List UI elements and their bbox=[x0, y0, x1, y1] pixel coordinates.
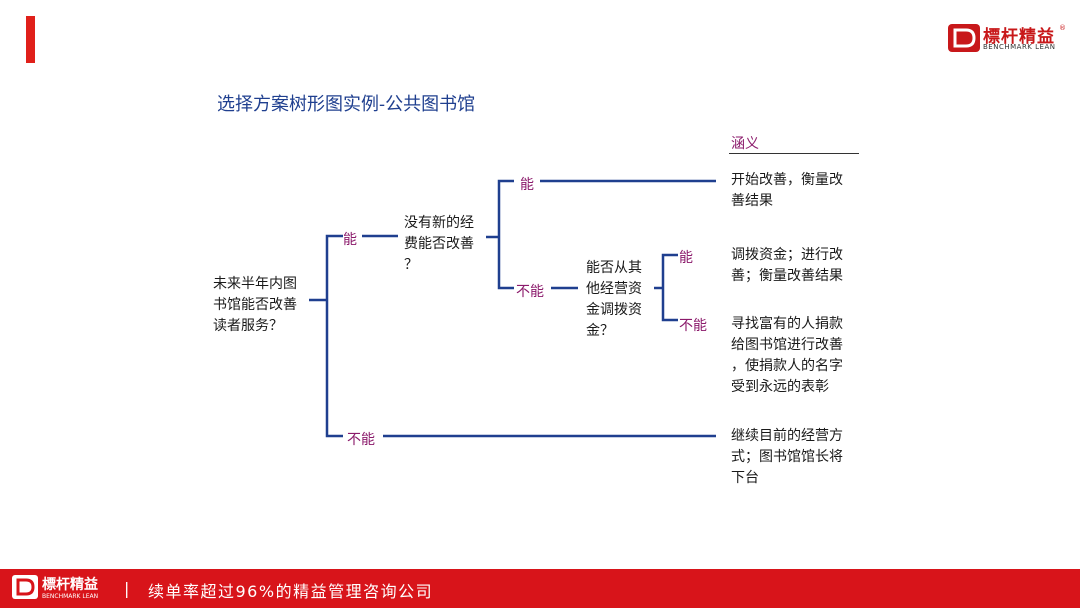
root-no-label: 不能 bbox=[347, 432, 375, 448]
footer-bar: 標杆精益 BENCHMARK LEAN | 续单率超过96%的精益管理咨询公司 bbox=[0, 569, 1080, 608]
meaning-underline bbox=[729, 153, 859, 154]
q3-no-label: 不能 bbox=[679, 318, 707, 334]
footer-separator: | bbox=[124, 579, 130, 598]
root-question-line: 未来半年内图 bbox=[213, 276, 297, 292]
root-question-line: 读者服务？ bbox=[213, 318, 283, 334]
meaning-header: 涵义 bbox=[731, 136, 759, 152]
logo-registered: ® bbox=[1059, 24, 1066, 32]
outcome-allocate-funds: 调拨资金；进行改 善；衡量改善结果 bbox=[731, 245, 843, 287]
footer-slogan: 续单率超过96%的精益管理咨询公司 bbox=[148, 582, 434, 601]
logo-mark-icon bbox=[948, 24, 980, 52]
root-yes-label: 能 bbox=[343, 232, 357, 248]
logo-text-cn: 標杆精益 bbox=[983, 27, 1055, 47]
q2-question: 没有新的经 费能否改善 ？ bbox=[404, 213, 474, 276]
q3-yes-label: 能 bbox=[679, 250, 693, 266]
outcome-line: 下台 bbox=[731, 470, 759, 486]
logo-text-en: BENCHMARK LEAN bbox=[983, 43, 1056, 51]
q2-question-line: 没有新的经 bbox=[404, 215, 474, 231]
outcome-start-improve: 开始改善，衡量改 善结果 bbox=[731, 170, 843, 212]
outcome-line: 善；衡量改善结果 bbox=[731, 268, 843, 284]
root-question: 未来半年内图 书馆能否改善 读者服务？ bbox=[213, 274, 297, 337]
page-title: 选择方案树形图实例-公共图书馆 bbox=[217, 94, 476, 115]
outcome-line: 给图书馆进行改善 bbox=[731, 337, 843, 353]
accent-bar bbox=[26, 16, 35, 63]
outcome-line: 寻找富有的人捐款 bbox=[731, 316, 843, 332]
q3-question-line: 金调拨资 bbox=[586, 302, 642, 318]
q2-no-label: 不能 bbox=[516, 284, 544, 300]
outcome-line: 善结果 bbox=[731, 193, 773, 209]
outcome-line: 调拨资金；进行改 bbox=[731, 247, 843, 263]
outcome-line: 受到永远的表彰 bbox=[731, 379, 829, 395]
outcome-line: 开始改善，衡量改 bbox=[731, 172, 843, 188]
q2-question-line: ？ bbox=[404, 257, 418, 273]
outcome-continue-operations: 继续目前的经营方 式；图书馆馆长将 下台 bbox=[731, 426, 843, 489]
q2-yes-label: 能 bbox=[520, 177, 534, 193]
footer-logo-icon bbox=[12, 575, 38, 599]
outcome-line: 式；图书馆馆长将 bbox=[731, 449, 843, 465]
q3-question-line: 他经营资 bbox=[586, 281, 642, 297]
q2-question-line: 费能否改善 bbox=[404, 236, 474, 252]
outcome-line: 继续目前的经营方 bbox=[731, 428, 843, 444]
header-logo: 標杆精益 BENCHMARK LEAN ® bbox=[948, 24, 1068, 56]
outcome-line: ，使捐款人的名字 bbox=[731, 358, 843, 374]
root-question-line: 书馆能否改善 bbox=[213, 297, 297, 313]
footer-logo-text-en: BENCHMARK LEAN bbox=[42, 593, 99, 600]
q3-question: 能否从其 他经营资 金调拨资 金？ bbox=[586, 258, 642, 342]
q3-question-line: 能否从其 bbox=[586, 260, 642, 276]
footer-logo-text-cn: 標杆精益 bbox=[42, 577, 98, 593]
outcome-seek-donors: 寻找富有的人捐款 给图书馆进行改善 ，使捐款人的名字 受到永远的表彰 bbox=[731, 314, 843, 398]
q3-question-line: 金？ bbox=[586, 323, 614, 339]
